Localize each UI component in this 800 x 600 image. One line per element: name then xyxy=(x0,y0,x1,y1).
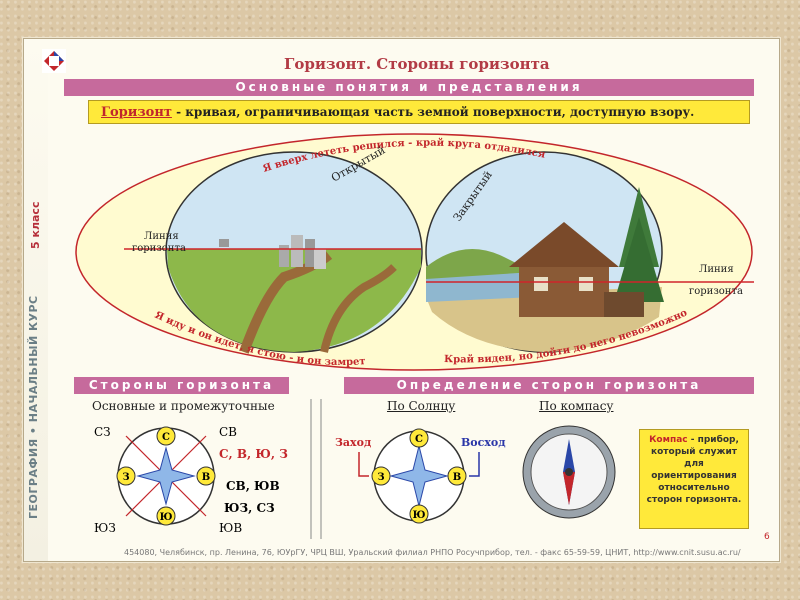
intermediate-directions-1: СВ, ЮВ xyxy=(226,479,280,493)
definition-box: Горизонт - кривая, ограничивающая часть … xyxy=(88,100,750,124)
sunrise-label: Восход xyxy=(461,436,506,449)
sun-dir-s: Ю xyxy=(413,510,426,521)
horizon-line-left-2: горизонта xyxy=(132,243,186,254)
dir-nw: СЗ xyxy=(94,425,111,439)
separator xyxy=(310,399,312,539)
closed-horizon-scene xyxy=(425,151,754,353)
horizon-illustration: Я вверх лететь решился - край круга отда… xyxy=(75,133,754,371)
main-directions-list: С, В, Ю, З xyxy=(219,447,288,461)
intermediate-directions-2: ЮЗ, СЗ xyxy=(224,501,275,515)
dir-e: В xyxy=(202,472,210,483)
section-bar-sides: Стороны горизонта xyxy=(74,377,289,394)
horizon-line-right-2: горизонта xyxy=(689,286,743,297)
dir-ne: СВ xyxy=(219,425,237,439)
side-stripe: ГЕОГРАФИЯ • НАЧАЛЬНЫЙ КУРС 5 класс xyxy=(24,39,48,561)
grade-vertical-text: 5 класс xyxy=(29,201,42,249)
sun-orientation-diagram: С В Ю З Заход Восход xyxy=(335,428,506,524)
sunset-label: Заход xyxy=(335,436,371,449)
publisher-logo-icon xyxy=(42,49,66,73)
basic-intermediate-label: Основные и промежуточные xyxy=(92,399,275,413)
sun-dir-w: З xyxy=(377,472,384,483)
section-bar-basics: Основные понятия и представления xyxy=(64,79,754,96)
dir-s: Ю xyxy=(160,512,173,523)
compass-info-term: Компас xyxy=(649,435,688,445)
section-bar-determination: Определение сторон горизонта xyxy=(344,377,754,394)
page-number: 6 xyxy=(764,532,770,542)
horizon-line-right-1: Линия xyxy=(699,264,734,275)
open-horizon-scene xyxy=(124,151,423,354)
dir-se: ЮВ xyxy=(219,521,242,535)
definition-term: Горизонт xyxy=(101,105,172,120)
poster: ГЕОГРАФИЯ • НАЧАЛЬНЫЙ КУРС 5 класс Гориз… xyxy=(23,38,780,562)
dir-sw: ЮЗ xyxy=(94,521,116,535)
compass-icon xyxy=(522,425,616,519)
sun-dir-e: В xyxy=(453,472,461,483)
definition-text: - кривая, ограничивающая часть земной по… xyxy=(171,105,695,119)
dir-n: С xyxy=(162,432,170,443)
wind-rose-diagram: С В Ю З СЗ СВ ЮЗ ЮВ xyxy=(94,425,242,535)
horizon-line-left-1: Линия xyxy=(144,231,179,242)
compass-info-box: Компас - прибор, который служит для орие… xyxy=(639,429,749,529)
sun-dir-n: С xyxy=(415,434,423,445)
separator xyxy=(320,399,322,539)
series-vertical-text: ГЕОГРАФИЯ • НАЧАЛЬНЫЙ КУРС xyxy=(27,295,40,519)
footer-contacts: 454080, Челябинск, пр. Ленина, 76, ЮУрГУ… xyxy=(124,548,741,557)
by-sun-label: По Солнцу xyxy=(387,399,456,413)
dir-w: З xyxy=(122,472,129,483)
by-compass-label: По компасу xyxy=(539,399,614,413)
compass-info-text: - прибор, который служит для ориентирова… xyxy=(646,435,742,505)
page-title: Горизонт. Стороны горизонта xyxy=(284,55,550,73)
